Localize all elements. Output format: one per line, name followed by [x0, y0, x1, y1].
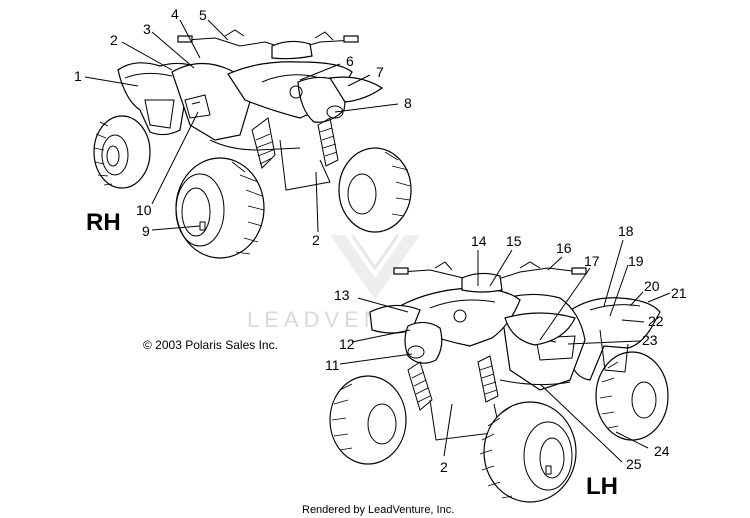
atv-rh-drawing [93, 29, 412, 259]
lh-leader-lines [339, 239, 671, 463]
callout-16: 16 [556, 240, 572, 256]
watermark-logo [330, 234, 420, 300]
callout-22: 22 [648, 313, 664, 329]
callout-3: 3 [143, 21, 151, 37]
callout-25: 25 [626, 456, 642, 472]
callout-5: 5 [199, 7, 207, 23]
callout-2-lh: 2 [440, 459, 448, 475]
rh-leader-lines [84, 19, 399, 233]
callout-18: 18 [618, 223, 634, 239]
callout-8: 8 [404, 95, 412, 111]
callout-1: 1 [74, 68, 82, 84]
callout-11: 11 [325, 357, 340, 373]
callout-15: 15 [506, 233, 522, 249]
callout-21: 21 [671, 285, 687, 301]
callout-14: 14 [471, 233, 487, 249]
callout-12: 12 [339, 336, 355, 352]
footer-text: Rendered by LeadVenture, Inc. [302, 504, 454, 516]
callout-7: 7 [376, 64, 384, 80]
callout-19: 19 [628, 253, 644, 269]
callout-2: 2 [110, 32, 118, 48]
callout-4: 4 [171, 6, 179, 22]
callout-24: 24 [654, 443, 670, 459]
callout-9: 9 [142, 223, 150, 239]
callout-6: 6 [346, 53, 354, 69]
rh-callouts: 1 2 3 4 5 6 7 8 9 10 2 [74, 6, 412, 248]
callout-20: 20 [644, 278, 660, 294]
callout-17: 17 [584, 253, 600, 269]
callout-23: 23 [642, 332, 658, 348]
callout-2-lower: 2 [312, 232, 320, 248]
atv-lh-drawing [329, 261, 669, 503]
lh-callouts: 13 12 11 14 15 16 17 18 19 20 21 22 23 2… [325, 223, 687, 475]
view-label-rh: RH [86, 209, 121, 236]
callout-10: 10 [136, 202, 152, 218]
view-label-lh: LH [586, 473, 618, 500]
callout-13: 13 [334, 287, 350, 303]
copyright-text: © 2003 Polaris Sales Inc. [143, 338, 278, 352]
